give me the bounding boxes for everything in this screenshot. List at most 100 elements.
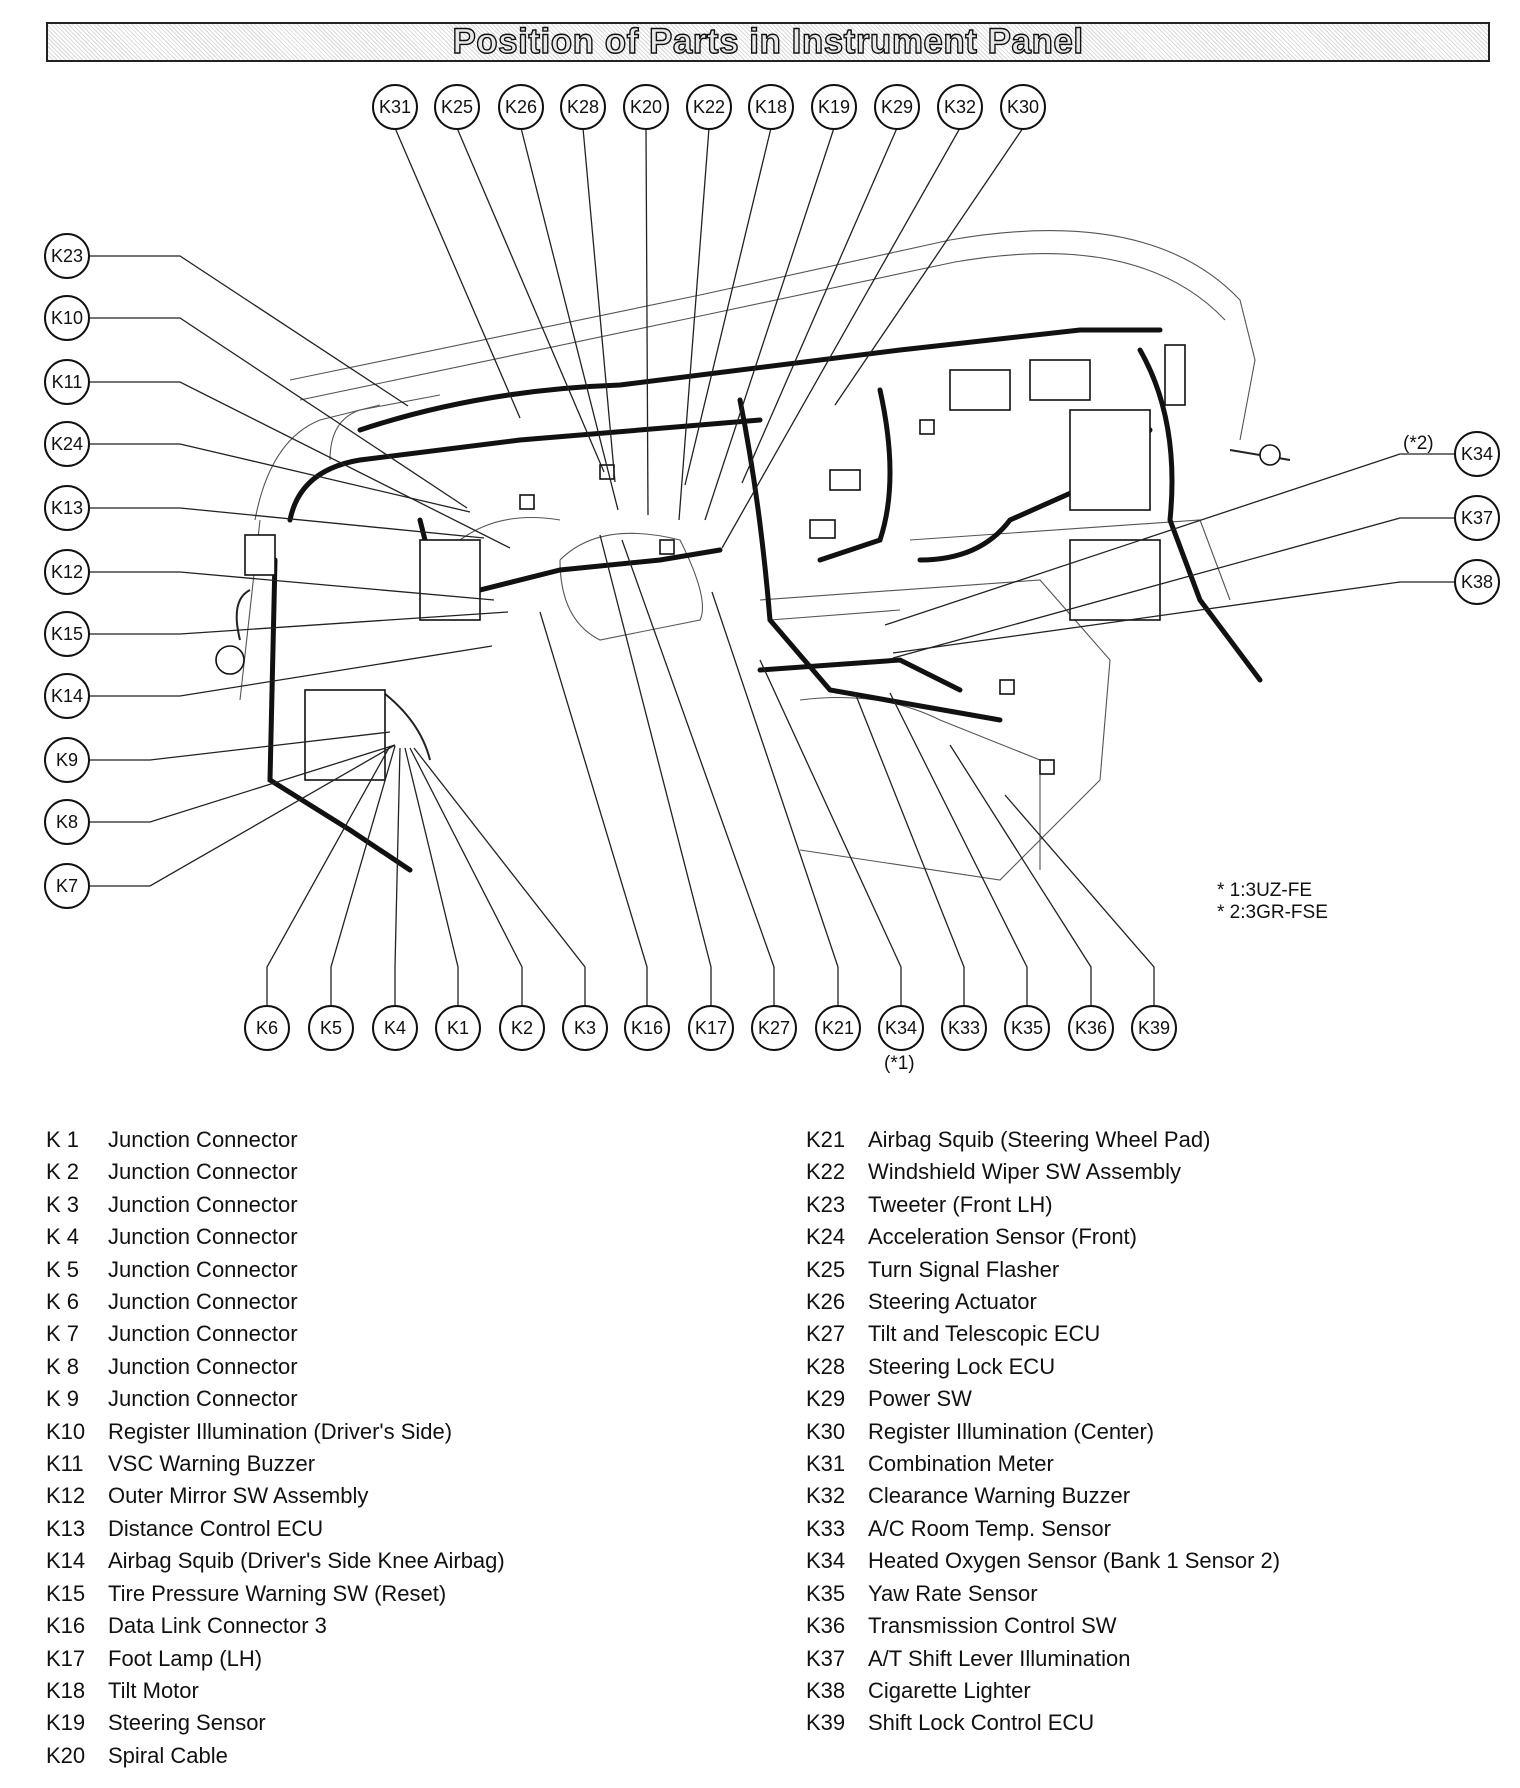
callout-k7: K7: [44, 863, 90, 909]
legend-description: Junction Connector: [108, 1353, 298, 1379]
callout-k11: K11: [44, 359, 90, 405]
legend-description: Airbag Squib (Steering Wheel Pad): [868, 1127, 1211, 1152]
callout-k5: K5: [308, 1005, 354, 1051]
legend-code: K32: [806, 1483, 846, 1509]
legend-row: K28 Steering Lock ECU: [806, 1351, 1280, 1383]
legend-description: Tilt Motor: [108, 1677, 199, 1703]
title-banner: Position of Parts in Instrument Panel: [46, 21, 1490, 62]
legend-code: K26: [806, 1289, 846, 1315]
legend-description: Foot Lamp (LH): [108, 1645, 263, 1671]
callout-k28: K28: [560, 84, 606, 130]
legend-description: Combination Meter: [868, 1451, 1054, 1477]
callout-label: K12: [51, 562, 83, 582]
callout-label: K29: [881, 97, 913, 117]
callout-k21: K21: [815, 1005, 861, 1051]
callout-label: K27: [758, 1018, 790, 1038]
legend-row: K10 Register Illumination (Driver's Side): [46, 1416, 505, 1448]
legend-code: K29: [806, 1386, 846, 1412]
callout-label: K10: [51, 308, 83, 328]
callout-k26: K26: [498, 84, 544, 130]
callout-label: K35: [1011, 1018, 1043, 1038]
callout-k16: K16: [624, 1005, 670, 1051]
wire-harness: [235, 327, 1291, 873]
callout-label: K32: [944, 97, 976, 117]
legend-description: Register Illumination (Center): [868, 1418, 1155, 1444]
callout-label: K39: [1138, 1018, 1170, 1038]
legend-description: Turn Signal Flasher: [868, 1256, 1060, 1282]
callout-k12: K12: [44, 549, 90, 595]
legend-row: K 7 Junction Connector: [46, 1318, 505, 1350]
legend-description: Spiral Cable: [108, 1742, 228, 1768]
legend-code: K 1: [46, 1127, 80, 1152]
callout-k25: K25: [434, 84, 480, 130]
callout-k34: K34: [878, 1005, 924, 1051]
callout-label: K3: [574, 1018, 596, 1038]
note-engine-1: * 1:3UZ-FE: [1217, 880, 1313, 901]
callout-k13: K13: [44, 485, 90, 531]
callout-label: K33: [948, 1018, 980, 1038]
legend-code: K17: [46, 1645, 86, 1671]
callout-k8: K8: [44, 799, 90, 845]
callout-label: K16: [631, 1018, 663, 1038]
callout-label: K17: [695, 1018, 727, 1038]
legend-description: Junction Connector: [108, 1127, 298, 1152]
callout-label: K2: [511, 1018, 533, 1038]
legend-code: K28: [806, 1353, 846, 1379]
legend-row: K 1 Junction Connector: [46, 1124, 505, 1156]
callout-label: K14: [51, 686, 83, 706]
note-k34-right: (*2): [1403, 433, 1434, 454]
legend-code: K18: [46, 1677, 86, 1703]
leader-lines: [89, 127, 1455, 1006]
callout-label: K5: [320, 1018, 342, 1038]
callout-label: K8: [56, 812, 78, 832]
legend-code: K 7: [46, 1321, 80, 1347]
legend-code: K24: [806, 1224, 846, 1250]
callout-k4: K4: [372, 1005, 418, 1051]
legend-code: K13: [46, 1515, 86, 1541]
callout-k14: K14: [44, 673, 90, 719]
callout-k37: K37: [1454, 495, 1500, 541]
legend-description: Junction Connector: [108, 1321, 298, 1347]
legend-description: Tilt and Telescopic ECU: [868, 1321, 1101, 1347]
legend-code: K39: [806, 1710, 846, 1736]
legend-description: Steering Actuator: [868, 1289, 1037, 1315]
legend-description: Junction Connector: [108, 1256, 298, 1282]
callout-k29: K29: [874, 84, 920, 130]
callout-label: K9: [56, 750, 78, 770]
legend-description: Steering Lock ECU: [868, 1353, 1056, 1379]
legend-row: K17 Foot Lamp (LH): [46, 1643, 505, 1675]
callout-k24: K24: [44, 421, 90, 467]
callout-k27: K27: [751, 1005, 797, 1051]
callout-label: K23: [51, 246, 83, 266]
legend-description: Power SW: [868, 1386, 972, 1412]
callout-label: K37: [1461, 508, 1493, 528]
note-k34-bottom: (*1): [884, 1053, 915, 1074]
legend-code: K37: [806, 1645, 846, 1671]
callout-label: K31: [379, 97, 411, 117]
legend-code: K10: [46, 1418, 86, 1444]
legend-description: Cigarette Lighter: [868, 1677, 1031, 1703]
callout-label: K13: [51, 498, 83, 518]
legend-code: K23: [806, 1191, 846, 1217]
note-engine-2: * 2:3GR-FSE: [1217, 902, 1328, 923]
callout-k18: K18: [748, 84, 794, 130]
legend-description: Register Illumination (Driver's Side): [108, 1418, 453, 1444]
callout-label: K38: [1461, 572, 1493, 592]
callout-label: K36: [1075, 1018, 1107, 1038]
